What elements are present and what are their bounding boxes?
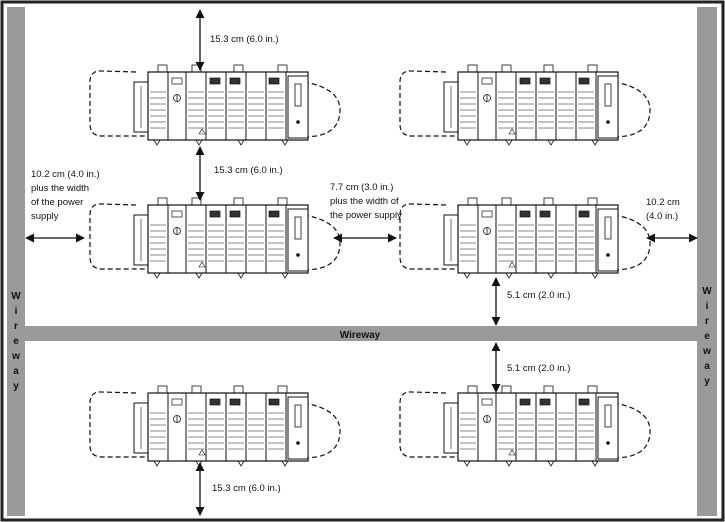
- svg-text:plus the width: plus the width: [31, 183, 89, 194]
- svg-text:e: e: [13, 336, 19, 347]
- svg-text:10.2 cm (4.0 in.): 10.2 cm (4.0 in.): [31, 169, 100, 180]
- svg-text:w: w: [11, 351, 20, 362]
- svg-text:W: W: [11, 291, 21, 302]
- left-side-label: 10.2 cm (4.0 in.) plus the width of the …: [31, 169, 100, 222]
- svg-text:a: a: [704, 361, 710, 372]
- svg-text:(4.0 in.): (4.0 in.): [646, 211, 678, 222]
- svg-text:i: i: [706, 301, 709, 312]
- left-wireway: [7, 7, 25, 516]
- between-chassis-label: 7.7 cm (3.0 in.) plus the width of the p…: [330, 182, 402, 221]
- bottom-clearance-label: 15.3 cm (6.0 in.): [212, 483, 281, 494]
- top-clearance-label: 15.3 cm (6.0 in.): [210, 34, 279, 45]
- svg-text:W: W: [702, 286, 712, 297]
- center-wireway-label: Wireway: [340, 330, 381, 341]
- svg-text:the power supply: the power supply: [330, 210, 402, 221]
- svg-text:e: e: [704, 331, 710, 342]
- svg-text:i: i: [15, 306, 18, 317]
- below-wireway-label: 5.1 cm (2.0 in.): [507, 363, 570, 374]
- svg-text:plus the width of: plus the width of: [330, 196, 399, 207]
- right-wireway: [697, 7, 717, 516]
- svg-text:7.7 cm (3.0 in.): 7.7 cm (3.0 in.): [330, 182, 393, 193]
- right-wireway-label: W i r e w a y: [702, 286, 712, 387]
- svg-text:of the power: of the power: [31, 197, 83, 208]
- above-wireway-label: 5.1 cm (2.0 in.): [507, 290, 570, 301]
- svg-text:a: a: [13, 366, 19, 377]
- row-spacing-label: 15.3 cm (6.0 in.): [214, 165, 283, 176]
- svg-text:r: r: [705, 316, 709, 327]
- svg-text:y: y: [704, 376, 710, 387]
- svg-text:10.2 cm: 10.2 cm: [646, 197, 680, 208]
- svg-text:w: w: [702, 346, 711, 357]
- left-wireway-label: W i r e w a y: [11, 291, 21, 392]
- svg-text:r: r: [14, 321, 18, 332]
- center-wireway: [25, 326, 697, 341]
- svg-text:y: y: [13, 381, 19, 392]
- svg-text:supply: supply: [31, 211, 59, 222]
- right-side-label: 10.2 cm (4.0 in.): [646, 197, 680, 222]
